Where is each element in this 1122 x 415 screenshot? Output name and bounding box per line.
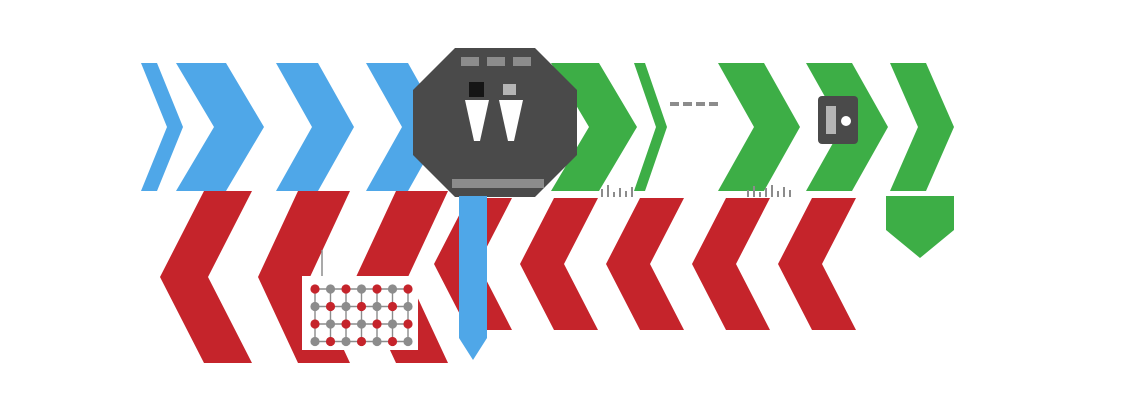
lattice-atom	[341, 319, 351, 329]
lattice-atom	[356, 301, 367, 312]
lattice-atom	[356, 336, 367, 347]
lattice-atom	[372, 336, 382, 347]
dash-segment	[709, 102, 718, 106]
turn-down-chevron	[886, 196, 954, 258]
lattice-atom	[310, 301, 320, 312]
sample-transfer-arrow	[459, 196, 487, 360]
lattice-atom	[387, 301, 398, 312]
dash-segment	[683, 102, 692, 106]
lattice-atom	[310, 336, 320, 347]
instrument-icon	[818, 96, 858, 144]
forward-chevron-2	[634, 63, 667, 191]
feedback-chevron-2	[692, 198, 770, 330]
lattice-atom	[387, 319, 398, 329]
instrument-slit	[826, 106, 836, 134]
holder-block-right	[503, 84, 516, 95]
holder-block-left	[469, 82, 484, 97]
lattice-atom	[310, 319, 320, 329]
instrument-body	[818, 96, 858, 144]
instrument-lens	[841, 116, 851, 126]
lattice-atom	[372, 301, 382, 312]
crystal-structure-inset	[302, 250, 418, 350]
lab-octagon-icon	[413, 48, 577, 197]
diffraction-pattern-icon-right	[747, 185, 791, 197]
lattice-atom	[356, 319, 367, 329]
diffraction-pattern-icon-left	[601, 185, 633, 197]
lattice-atom	[325, 319, 336, 329]
lattice-atom	[325, 301, 336, 312]
lattice-atom	[372, 284, 382, 294]
crystal-lattice-icon	[310, 284, 413, 347]
input-arrows-group	[141, 63, 444, 191]
vent-slot-2	[487, 57, 505, 66]
platform-bar	[452, 179, 544, 188]
forward-chevron-3	[718, 63, 800, 191]
lattice-atom	[341, 301, 351, 312]
feedback-chevron-3	[606, 198, 684, 330]
forward-chevron-5	[890, 63, 954, 191]
dash-segment	[670, 102, 679, 106]
lattice-atom	[341, 284, 351, 294]
feedback-chevron-1	[778, 198, 856, 330]
lattice-atom	[403, 319, 413, 329]
lattice-atom	[403, 284, 413, 294]
lattice-atom	[356, 284, 367, 294]
lattice-atom	[341, 336, 351, 347]
lattice-atom	[403, 336, 413, 347]
feedback-arrows-group	[160, 191, 856, 363]
feedback-chevron-8	[160, 191, 252, 363]
lattice-atom	[403, 301, 413, 312]
crucible-icon-right	[499, 100, 523, 141]
vent-slot-3	[513, 57, 531, 66]
feedback-chevron-4	[520, 198, 598, 330]
lattice-atom	[387, 336, 398, 347]
input-chevron-1	[141, 63, 183, 191]
lattice-atom	[310, 284, 320, 294]
dash-segment	[696, 102, 705, 106]
lattice-atom	[325, 284, 336, 294]
vent-slot-1	[461, 57, 479, 66]
crucible-icon-left	[465, 100, 489, 141]
lattice-atom	[325, 336, 336, 347]
input-chevron-3	[276, 63, 354, 191]
dashed-connector	[670, 102, 718, 106]
lab-octagon-body	[413, 48, 577, 197]
input-chevron-2	[176, 63, 264, 191]
lattice-atom	[372, 319, 382, 329]
lattice-atom	[387, 284, 398, 294]
